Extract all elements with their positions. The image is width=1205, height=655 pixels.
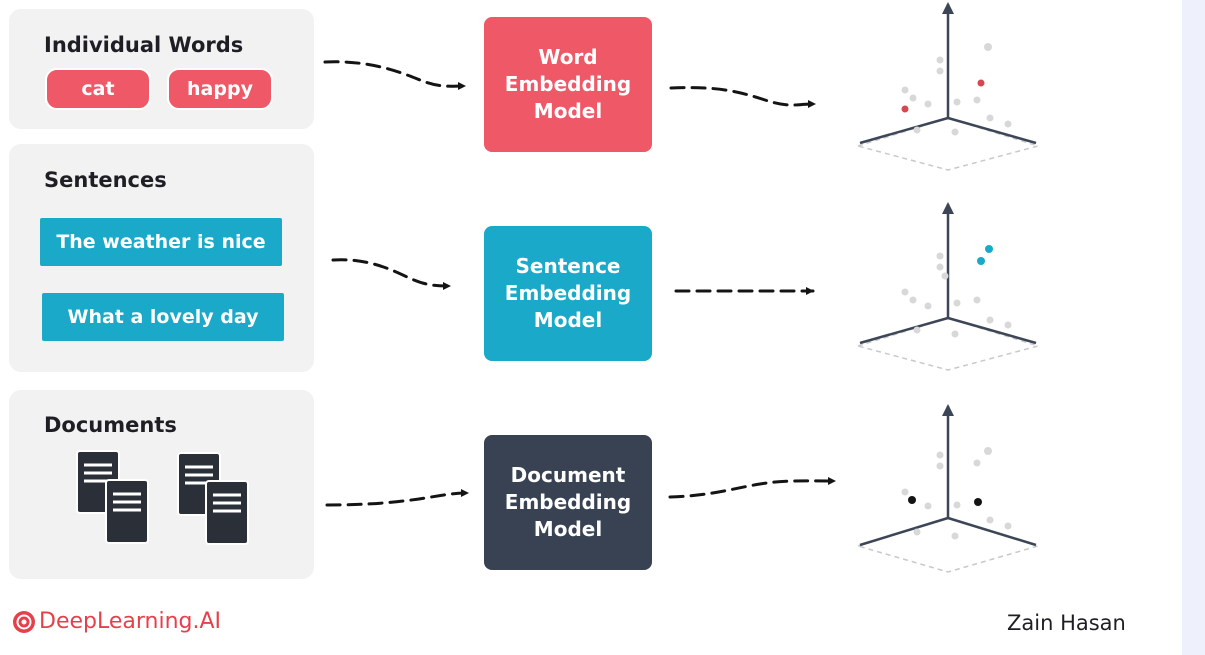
document-embedding-model-label: Document Embedding Model [504,463,632,541]
arrow-right-icon [331,258,452,290]
individual-words-title: Individual Words [44,33,244,57]
3d-axes-icon [855,2,1041,171]
sentence-pill-1: The weather is nice [40,218,282,266]
document-icon [105,479,149,544]
arrow-right-icon [323,60,467,91]
documents-panel: Documents [9,390,314,579]
document-embedding-model-box: Document Embedding Model [484,435,652,570]
deeplearning-logo-icon [13,610,35,633]
word-embedding-model-box: Word Embedding Model [484,17,652,152]
sentences-title: Sentences [44,168,167,192]
deeplearning-logo[interactable]: DeepLearning.AI [12,609,221,634]
sentence-embedding-model-box: Sentence Embedding Model [484,226,652,361]
document-icon [205,480,249,545]
word-embedding-model-label: Word Embedding Model [504,45,632,123]
deeplearning-logo-text: DeepLearning.AI [39,609,222,634]
arrow-right-icon [668,476,837,499]
side-strip [1182,0,1205,655]
word-pill-cat: cat [45,68,151,110]
sentence-embedding-model-label: Sentence Embedding Model [504,254,632,332]
documents-title: Documents [44,413,177,437]
3d-axes-icon [855,202,1041,371]
sentence-pill-2: What a lovely day [42,293,284,341]
arrow-right-icon [669,86,817,109]
arrow-right-icon [325,489,470,507]
3d-axes-icon [855,404,1041,573]
word-pill-happy: happy [167,68,273,110]
author-name: Zain Hasan [1007,611,1126,635]
